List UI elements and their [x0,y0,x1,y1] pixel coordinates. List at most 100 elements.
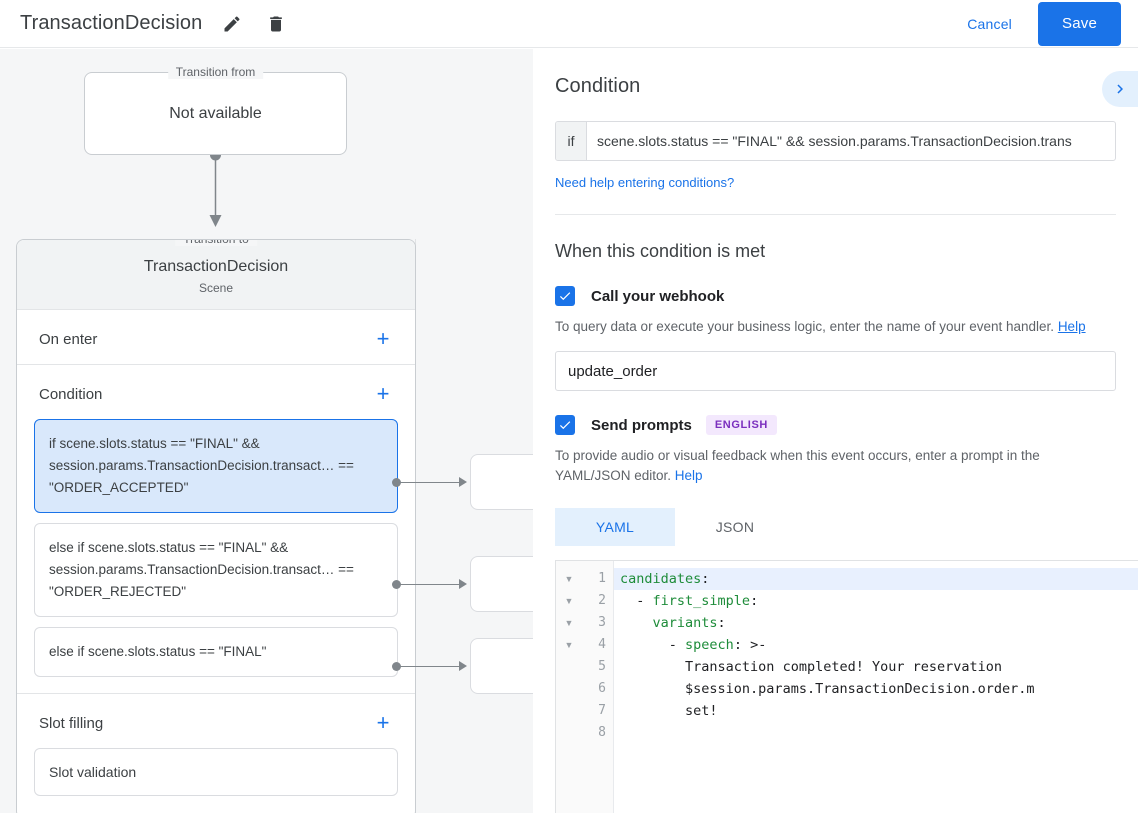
pencil-icon[interactable] [220,12,244,36]
page-title: TransactionDecision [20,12,203,34]
line-number: 8 [598,725,606,740]
fold-arrow-4[interactable]: ▼ [564,640,574,650]
condition-item-3[interactable]: else if scene.slots.status == "FINAL" [34,627,398,677]
section-slot-filling-head: Slot filling + [17,694,415,748]
fold-arrow-1[interactable]: ▼ [564,574,574,584]
line-number: 6 [598,681,606,696]
prompts-description-text: To provide audio or visual feedback when… [555,448,1040,483]
scene-graph-canvas[interactable]: Transition from Not available Transition… [0,49,533,813]
chevron-right-icon[interactable] [1102,71,1138,107]
panel-divider [555,214,1116,215]
webhook-handler-input[interactable] [555,351,1116,391]
prompts-help-link[interactable]: Help [674,468,703,483]
call-webhook-checkbox[interactable] [555,286,575,306]
editor-code-area[interactable]: candidates: - first_simple: variants: - … [614,561,1138,813]
condition-edge-dot-1 [392,478,401,487]
condition-help-link[interactable]: Need help entering conditions? [555,175,735,190]
editor-line: $session.params.TransactionDecision.orde… [685,681,1035,697]
panel-title: Condition [555,75,641,97]
section-condition-head: Condition + [17,365,415,419]
fold-arrow-6 [556,678,582,700]
condition-item-2[interactable]: else if scene.slots.status == "FINAL" &&… [34,523,398,617]
top-bar: TransactionDecision Cancel Save [0,0,1138,48]
tab-json[interactable]: JSON [715,519,755,535]
section-on-enter-title: On enter [39,330,98,348]
section-slot-filling: Slot filling + Slot validation [17,694,415,812]
yaml-editor[interactable]: ▼ ▼ ▼ ▼ 1 2 3 4 5 6 7 8 [555,560,1138,813]
line-number: 1 [598,571,606,586]
condition-target-box-2[interactable] [470,556,533,612]
webhook-help-link[interactable]: Help [1057,319,1086,334]
editor-fold-gutter: ▼ ▼ ▼ ▼ [556,561,582,813]
editor-line: - first_simple: [636,593,759,609]
editor-line: set! [685,703,718,719]
condition-target-box-1[interactable] [470,454,533,510]
condition-input-wrapper[interactable]: if [555,121,1116,161]
editor-line [614,722,1138,744]
condition-edge-line-3 [400,666,462,667]
condition-edge-dot-3 [392,662,401,671]
line-number: 5 [598,659,606,674]
condition-details-panel: Condition if Need help entering conditio… [533,49,1138,813]
scene-header: TransactionDecision Scene [17,240,415,310]
send-prompts-checkbox[interactable] [555,415,575,435]
section-condition: Condition + if scene.slots.status == "FI… [17,365,415,694]
section-on-enter: On enter + [17,310,415,365]
editor-line: candidates: [614,568,1138,590]
send-prompts-checkbox-row: Send prompts ENGLISH [555,415,1116,435]
transition-connector [84,149,347,235]
condition-target-box-3[interactable] [470,638,533,694]
fold-arrow-2[interactable]: ▼ [564,596,574,606]
webhook-checkbox-row: Call your webhook [555,286,1116,306]
save-button[interactable]: Save [1038,1,1121,46]
panel-header: Condition [555,49,1138,107]
transition-to-node[interactable]: Transition to TransactionDecision Scene … [16,239,416,813]
condition-item-1[interactable]: if scene.slots.status == "FINAL" && sess… [34,419,398,513]
section-slot-filling-title: Slot filling [39,714,104,732]
transition-from-node[interactable]: Transition from Not available [84,65,347,155]
condition-edge-arrow-2 [459,579,467,589]
condition-edge-line-1 [400,482,462,483]
section-condition-title: Condition [39,385,103,403]
condition-edge-line-2 [400,584,462,585]
editor-line-numbers: 1 2 3 4 5 6 7 8 [582,561,614,813]
send-prompts-label: Send prompts [591,416,692,434]
line-number: 4 [598,637,606,652]
webhook-description: To query data or execute your business l… [555,317,1115,337]
condition-if-prefix: if [556,122,587,160]
line-number: 3 [598,615,606,630]
section-on-enter-head: On enter + [17,310,415,364]
fold-arrow-7 [556,700,582,722]
add-slot-filling-button[interactable]: + [376,710,390,735]
add-condition-button[interactable]: + [376,381,390,406]
condition-edge-arrow-3 [459,661,467,671]
tab-yaml[interactable]: YAML [555,508,675,546]
fold-arrow-5 [556,656,582,678]
slot-validation-item[interactable]: Slot validation [34,748,398,796]
editor-line: Transaction completed! Your reservation [685,659,1003,675]
add-on-enter-button[interactable]: + [376,326,390,351]
condition-input[interactable] [587,122,1115,160]
condition-edge-arrow-1 [459,477,467,487]
language-badge: ENGLISH [705,415,777,435]
editor-format-tabs: YAML JSON [555,508,1116,546]
transition-to-legend: Transition to [175,240,257,246]
line-number: 2 [598,593,606,608]
top-bar-actions: Cancel Save [957,1,1138,46]
condition-list: if scene.slots.status == "FINAL" && sess… [17,419,415,693]
condition-edge-dot-2 [392,580,401,589]
cancel-button[interactable]: Cancel [957,8,1022,40]
trash-icon[interactable] [264,12,288,36]
fold-arrow-3[interactable]: ▼ [564,618,574,628]
when-condition-met-title: When this condition is met [555,241,766,261]
editor-line: variants: [652,615,726,631]
scene-name: TransactionDecision [143,258,289,275]
panel-when-met-section: When this condition is met Call your web… [533,241,1138,813]
slot-filling-list: Slot validation [17,748,415,812]
fold-arrow-8 [556,722,582,744]
webhook-description-text: To query data or execute your business l… [555,319,1058,334]
panel-condition-section: Condition if Need help entering conditio… [533,49,1138,215]
prompts-description: To provide audio or visual feedback when… [555,446,1115,486]
call-webhook-label: Call your webhook [591,287,725,305]
